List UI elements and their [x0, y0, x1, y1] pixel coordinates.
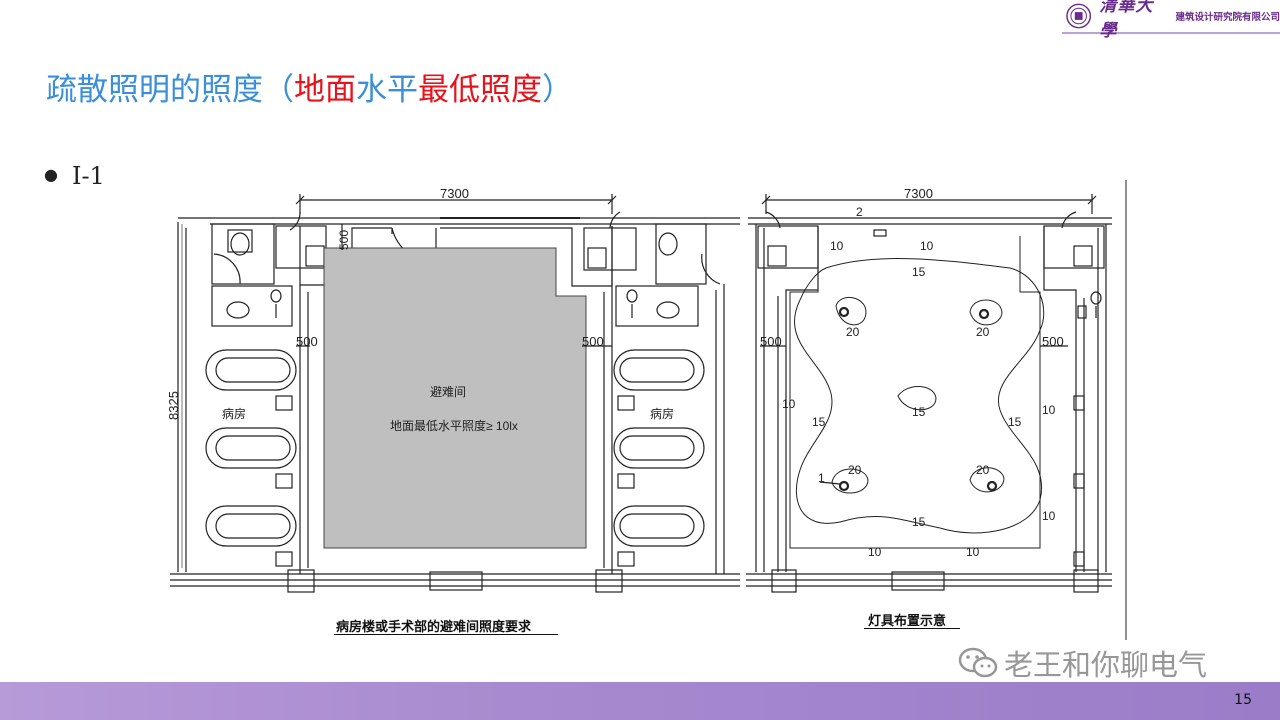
title-part-5: ）	[542, 72, 573, 108]
university-seal-icon	[1066, 3, 1092, 29]
left-caption-underline	[334, 634, 558, 635]
title-part-4: 最低照度	[418, 72, 542, 108]
right-dim-width: 7300	[904, 186, 933, 201]
watermark-text: 老王和你聊电气	[1004, 648, 1208, 682]
left-dim-top-500: 500	[337, 230, 351, 250]
title-part-2: 地面	[294, 72, 356, 108]
iso-15-left: 15	[812, 415, 826, 429]
right-dim-500-right: 500	[1042, 334, 1064, 349]
iso-10-bottom-left: 10	[868, 545, 882, 559]
bullet-label: I-1	[71, 162, 105, 190]
iso-15-top: 15	[912, 265, 926, 279]
refuge-room-label: 避难间	[430, 385, 466, 399]
label-2: 2	[856, 205, 863, 219]
iso-15-center: 15	[912, 405, 926, 419]
left-dim-500-left: 500	[296, 334, 318, 349]
bullet-item: ● I-1	[44, 162, 105, 190]
title-part-1: 疏散照明的照度（	[46, 72, 294, 108]
refuge-requirement: 地面最低水平照度≥ 10lx	[390, 418, 518, 433]
iso-10-top-left: 10	[830, 239, 844, 253]
isolux-15-contour	[794, 258, 1045, 534]
header-logo: 清華大學 建筑设计研究院有限公司	[1062, 0, 1280, 41]
iso-10-right: 10	[1042, 403, 1056, 417]
ward-label-left: 病房	[222, 406, 246, 421]
watermark: 老王和你聊电气	[958, 645, 1208, 682]
iso-20-top-right: 20	[976, 325, 990, 339]
page-title: 疏散照明的照度（地面水平最低照度）	[46, 64, 573, 109]
iso-20-bottom-right: 20	[976, 463, 990, 477]
bullet-dot-icon: ●	[44, 165, 58, 184]
right-plan-caption: 灯具布置示意	[868, 614, 947, 629]
refuge-room-shading	[323, 247, 587, 549]
company-name: 建筑设计研究院有限公司	[1175, 12, 1280, 23]
ward-label-right: 病房	[650, 406, 674, 421]
left-dim-width: 7300	[440, 186, 469, 201]
logo-script-text: 清華大學	[1099, 0, 1154, 41]
iso-15-bottom: 15	[912, 515, 926, 529]
iso-15-right: 15	[1008, 415, 1022, 429]
footer-band	[0, 682, 1280, 720]
wechat-icon	[958, 647, 998, 678]
iso-20-bottom-left: 20	[848, 463, 862, 477]
left-dim-height: 8325	[166, 391, 181, 420]
iso-10-right-lower: 10	[1042, 509, 1056, 523]
right-caption-underline	[864, 628, 960, 629]
iso-10-left: 10	[782, 397, 796, 411]
page-number: 15	[1234, 692, 1252, 708]
right-floor-plan	[746, 180, 1127, 640]
iso-20-top-left: 20	[846, 325, 860, 339]
left-dim-500-right: 500	[582, 334, 604, 349]
left-plan-caption: 病房楼或手术部的避难间照度要求	[336, 620, 532, 635]
iso-10-top-right: 10	[920, 239, 934, 253]
right-dim-500-left: 500	[760, 334, 782, 349]
label-1: 1	[818, 471, 825, 485]
title-part-3: 水平	[356, 72, 418, 108]
iso-10-bottom-right: 10	[966, 545, 980, 559]
left-floor-plan	[170, 194, 740, 593]
